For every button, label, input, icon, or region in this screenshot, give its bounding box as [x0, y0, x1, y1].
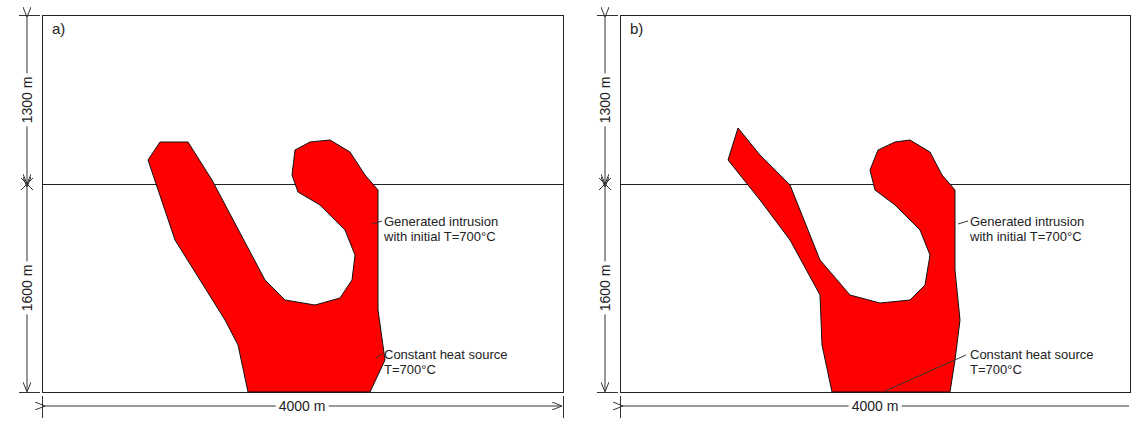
annotation-label: Generated intrusion with initial T=700°C: [970, 214, 1110, 244]
extension-line: [597, 392, 618, 393]
extension-line: [597, 15, 618, 16]
extension-line: [42, 396, 43, 418]
dimension-label: 1300 m: [20, 74, 35, 127]
model-domain: [621, 16, 1131, 393]
intrusion-shape: [148, 140, 385, 392]
leader-line: [885, 355, 966, 391]
dimension-label: 4000 m: [276, 399, 329, 414]
extension-line: [19, 15, 40, 16]
extension-line: [620, 396, 621, 418]
leader-line: [372, 221, 382, 224]
extension-line: [563, 396, 564, 418]
panel-label: b): [630, 21, 643, 36]
extension-line: [19, 392, 40, 393]
panel-label: a): [52, 21, 65, 36]
dimension-label: 1300 m: [598, 74, 613, 127]
intrusion-shape: [728, 128, 960, 392]
annotation-label: Constant heat source T=700°C: [384, 347, 529, 377]
dimension-tick: [21, 178, 33, 190]
dimension-label: 1600 m: [20, 262, 35, 315]
dimension-label: 1600 m: [598, 262, 613, 315]
annotation-label: Generated intrusion with initial T=700°C: [384, 214, 524, 244]
dimension-label: 4000 m: [849, 399, 902, 414]
model-domain: [43, 16, 564, 393]
annotation-label: Constant heat source T=700°C: [970, 347, 1115, 377]
leader-line: [958, 221, 968, 224]
leader-line: [376, 354, 382, 358]
dimension-tick: [599, 178, 611, 190]
